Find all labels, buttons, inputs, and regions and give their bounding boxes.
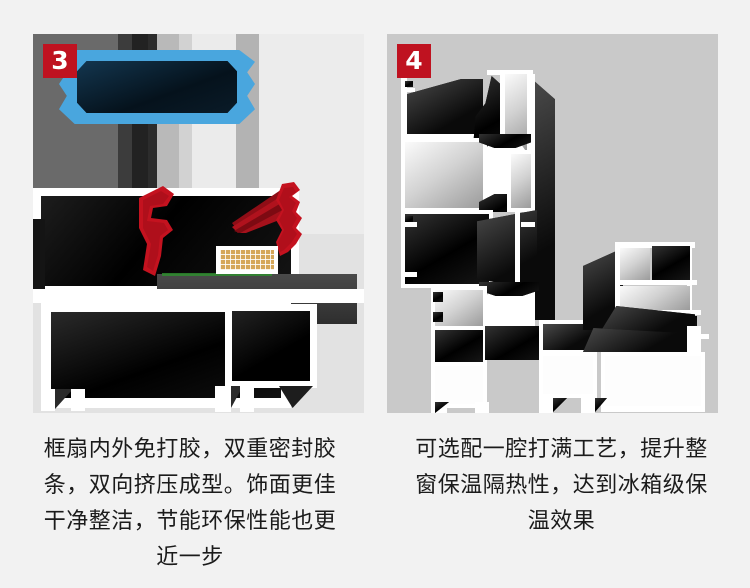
caption-line: 条，双向挤压成型。饰面更佳: [43, 473, 337, 498]
sash-wing-edge: [401, 78, 407, 140]
angled-rail-edge: [515, 210, 520, 288]
sash-head-edge: [487, 70, 533, 75]
profile-foot-shadow: [553, 398, 567, 412]
caption-line: 框扇内外免打胶，双重密封胶: [43, 437, 337, 462]
step-badge-3: 3: [43, 44, 77, 78]
dark-chamber: [435, 330, 483, 362]
glass-edge: [505, 74, 527, 150]
mid-chamber: [543, 324, 593, 350]
right-glass-cell: [620, 248, 650, 280]
sash-notch: [405, 81, 413, 87]
sash-notch-edge: [401, 272, 417, 277]
sash-notch-edge: [401, 222, 417, 227]
glass-band: [148, 34, 157, 221]
sash-body: [405, 214, 489, 284]
profile-foot: [539, 398, 553, 413]
step-badge-4: 4: [397, 44, 431, 78]
red-gasket-clip-icon: [276, 182, 302, 256]
feature-column-3: 3 框扇内外免打胶，双重密封胶 条，双向挤压成型。饰面更佳 干净整洁，节能环保性…: [20, 34, 364, 576]
glass-cavity: [405, 142, 483, 208]
profile-foot: [581, 398, 595, 413]
cavity-cap-top: [479, 134, 531, 148]
right-profile-edge: [615, 242, 620, 312]
frame-side-tab: [33, 219, 45, 289]
right-fin-edge: [687, 334, 709, 339]
caption-line: 可选配一腔打满工艺，提升整: [415, 437, 708, 462]
outer-wall: [533, 80, 555, 320]
cavity-notch: [433, 312, 443, 322]
feature-caption-3: 框扇内外免打胶，双重密封胶 条，双向挤压成型。饰面更佳 干净整洁，节能环保性能也…: [20, 432, 360, 576]
window-cross-section-illustration-3: [33, 34, 364, 413]
cavity-notch: [433, 292, 443, 302]
caption-line: 窗保温隔热性，达到冰箱级保: [415, 473, 708, 498]
sash-notch-edge: [401, 88, 415, 92]
red-gasket-blade-icon: [232, 185, 292, 233]
thermal-break-block: [216, 246, 278, 274]
profile-foot: [475, 402, 489, 413]
angled-rail-notch: [521, 222, 535, 227]
feature-image-4: 4: [387, 34, 718, 413]
window-profile-illustration-4: [387, 34, 718, 413]
sash-notch: [405, 216, 413, 224]
feature-image-3: 3: [33, 34, 364, 413]
green-seal-line: [162, 273, 272, 276]
caption-line: 干净整洁，节能环保性能也更: [43, 509, 337, 534]
right-fin-edge: [687, 326, 701, 356]
sash-head-edge: [527, 70, 532, 152]
frame-divider: [33, 294, 364, 303]
mid-chamber-white: [543, 356, 593, 394]
sash-wing: [405, 79, 483, 135]
red-gasket-hook-icon: [139, 186, 174, 276]
feature-column-4: 4 可选配一腔打满工艺，提升整 窗保温隔热性，达到冰箱级保 温效果: [375, 0, 750, 588]
frame-foot: [215, 386, 231, 412]
side-chamber-cavity: [232, 311, 310, 381]
foam-core: [77, 61, 237, 113]
right-glass-cell: [620, 286, 690, 310]
caption-line: 温效果: [527, 509, 596, 534]
feature-caption-4: 可选配一腔打满工艺，提升整 窗保温隔热性，达到冰箱级保 温效果: [389, 432, 734, 540]
glass-edge-frame: [500, 72, 505, 152]
thermal-break-hatch: [220, 250, 274, 270]
frame-foot: [71, 389, 85, 411]
glazing-strip: [511, 154, 531, 208]
white-chamber: [435, 366, 483, 404]
right-profile-edge: [615, 242, 695, 248]
large-white-chamber: [605, 356, 701, 406]
frame-foot: [41, 389, 55, 411]
sash-wing-edge: [401, 134, 485, 140]
frame-foot: [240, 386, 254, 412]
cavity-cap-top: [479, 282, 539, 296]
right-profile-edge: [615, 280, 697, 285]
right-dark-cell: [652, 246, 690, 280]
profile-foot-shadow: [435, 402, 449, 413]
small-cavity: [435, 290, 483, 326]
caption-line: 近一步: [156, 545, 224, 570]
